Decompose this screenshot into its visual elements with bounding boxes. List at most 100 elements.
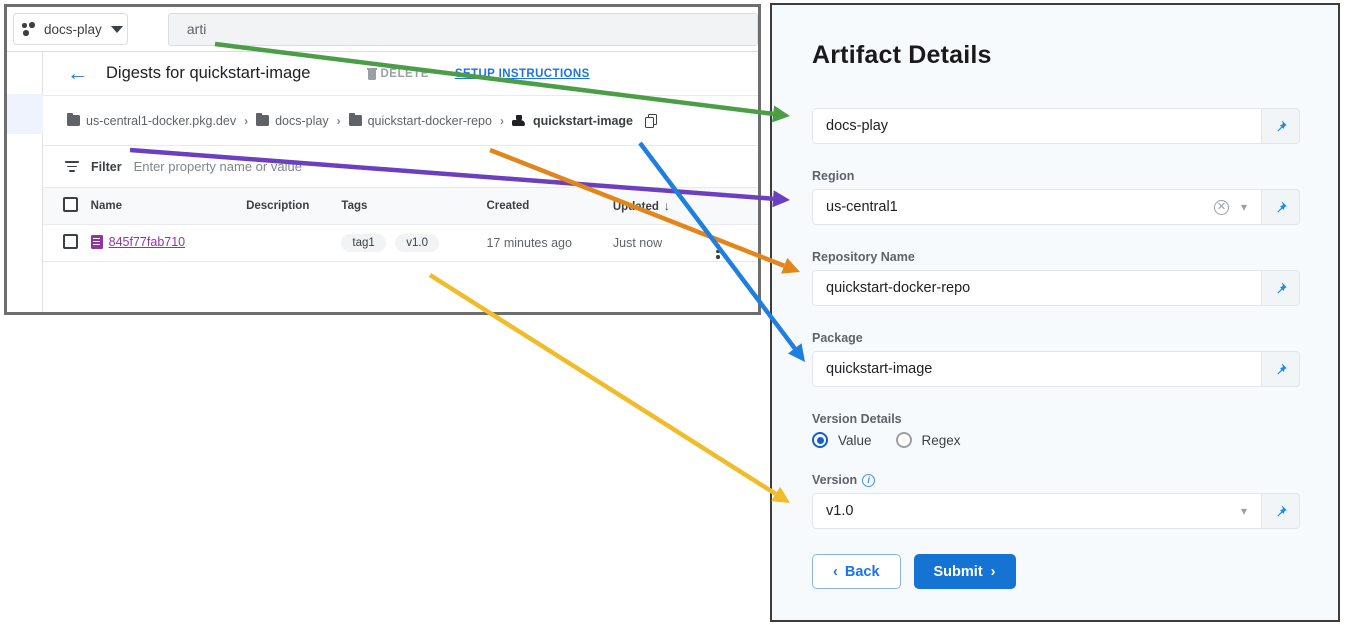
breadcrumb-item-repository[interactable]: quickstart-docker-repo [348,112,492,128]
sort-descending-icon: ↓ [663,199,670,213]
back-chevron-icon: ‹ [833,563,838,580]
page-title: Digests for quickstart-image [106,64,311,82]
digest-link[interactable]: 845f77fab710 [90,234,186,249]
breadcrumb-label: quickstart-docker-repo [367,113,492,128]
row-tags-cell: tag1 v1.0 [341,224,487,262]
repository-name-field-value: quickstart-docker-repo [826,280,971,296]
version-field[interactable]: v1.0 ▾ [812,493,1262,529]
chevron-down-icon[interactable]: ▾ [1240,200,1248,214]
column-header-updated[interactable]: Updated ↓ [612,188,717,225]
console-body: ← Digests for quickstart-image DELETE SE… [7,52,758,312]
panel-title: Artifact Details [812,41,992,69]
project-field[interactable]: docs-play [812,108,1262,144]
back-arrow-icon[interactable]: ← [67,62,88,85]
row-description-cell [246,224,342,262]
package-field[interactable]: quickstart-image [812,351,1262,387]
chevron-down-icon [110,25,123,33]
field-group-region: Region us-central1 ✕ ▾ [812,169,1300,225]
project-name-label: docs-play [44,21,102,37]
breadcrumb-label: quickstart-image [532,113,633,128]
package-field-value: quickstart-image [826,361,933,377]
repository-name-label: Repository Name [812,250,915,264]
clear-icon[interactable]: ✕ [1214,199,1229,215]
digest-name: 845f77fab710 [108,234,186,249]
info-icon[interactable]: i [862,473,876,487]
setup-instructions-link[interactable]: SETUP INSTRUCTIONS [454,67,590,80]
pin-package-button[interactable] [1262,351,1300,387]
version-field-value: v1.0 [826,503,854,519]
pin-icon [1277,119,1287,131]
row-select-cell[interactable] [43,224,91,262]
docker-icon [511,114,527,127]
version-label: Version i [812,473,1300,487]
column-header-actions [716,188,758,225]
select-all-header[interactable] [43,188,91,225]
region-field-value: us-central1 [826,199,898,215]
chevron-down-icon[interactable]: ▾ [1240,504,1248,518]
project-selector[interactable]: docs-play [13,13,128,45]
select-all-checkbox[interactable] [63,197,78,212]
column-header-description[interactable]: Description [246,188,342,225]
filter-label: Filter [91,159,122,174]
version-details-radio-group: Value Regex [812,432,1300,448]
page-header: ← Digests for quickstart-image DELETE SE… [43,52,758,96]
form-actions: ‹ Back Submit › [812,554,1300,589]
table-header-row: Name Description Tags Created Updated ↓ [43,188,758,225]
breadcrumb-item-registry[interactable]: us-central1-docker.pkg.dev [67,112,237,128]
pin-icon [1277,504,1287,516]
cloud-console-window: docs-play arti ← Digests for quickstart-… [4,4,761,315]
submit-chevron-icon: › [990,563,996,580]
repository-name-field[interactable]: quickstart-docker-repo [812,270,1262,306]
row-checkbox[interactable] [63,234,78,249]
breadcrumb-label: docs-play [275,113,329,128]
filter-icon [65,161,79,172]
pin-region-button[interactable] [1262,189,1300,225]
version-label-text: Version [812,473,858,487]
console-left-rail[interactable] [7,52,43,312]
breadcrumb: us-central1-docker.pkg.dev › docs-play ›… [43,96,758,146]
column-header-created[interactable]: Created [486,188,613,225]
folder-icon [67,112,80,126]
trash-icon [366,67,377,80]
search-value: arti [186,21,207,37]
pin-icon [1277,281,1287,293]
folder-icon [348,112,362,126]
submit-button-label: Submit [933,563,983,580]
submit-button[interactable]: Submit › [913,554,1016,589]
search-input[interactable]: arti [167,12,758,46]
version-details-label: Version Details [812,412,902,426]
breadcrumb-item-image[interactable]: quickstart-image [511,113,633,128]
radio-value-label: Value [838,432,872,448]
region-field[interactable]: us-central1 ✕ ▾ [812,189,1262,225]
column-header-updated-label: Updated [612,201,659,213]
row-actions-cell[interactable] [716,224,758,262]
pin-project-button[interactable] [1262,108,1300,144]
radio-regex[interactable] [895,432,912,448]
breadcrumb-item-project[interactable]: docs-play [256,112,329,128]
tag-chip[interactable]: tag1 [341,234,386,252]
breadcrumb-label: us-central1-docker.pkg.dev [86,113,237,128]
digest-icon [90,234,103,249]
pin-icon [1277,200,1287,212]
console-top-bar: docs-play arti [7,7,758,52]
delete-label: DELETE [380,67,429,80]
delete-button[interactable]: DELETE [366,67,429,80]
tag-chip[interactable]: v1.0 [395,234,440,252]
pin-version-button[interactable] [1262,493,1300,529]
field-group-package: Package quickstart-image [812,331,1300,387]
radio-value[interactable] [812,432,828,448]
package-label: Package [812,331,863,345]
column-header-name[interactable]: Name [90,188,247,225]
copy-icon[interactable] [644,113,658,128]
filter-input[interactable]: Enter property name or value [133,159,302,174]
pin-repository-name-button[interactable] [1262,270,1300,306]
back-button[interactable]: ‹ Back [812,554,901,589]
breadcrumb-separator: › [244,113,249,128]
row-created-cell: 17 minutes ago [486,224,613,262]
row-updated-cell: Just now [612,224,717,262]
table-row[interactable]: 845f77fab710 tag1 v1.0 17 minutes ago Ju… [43,224,758,262]
column-header-tags[interactable]: Tags [341,188,487,225]
page-header-actions: DELETE SETUP INSTRUCTIONS [366,67,590,80]
project-dots-icon [22,22,37,36]
